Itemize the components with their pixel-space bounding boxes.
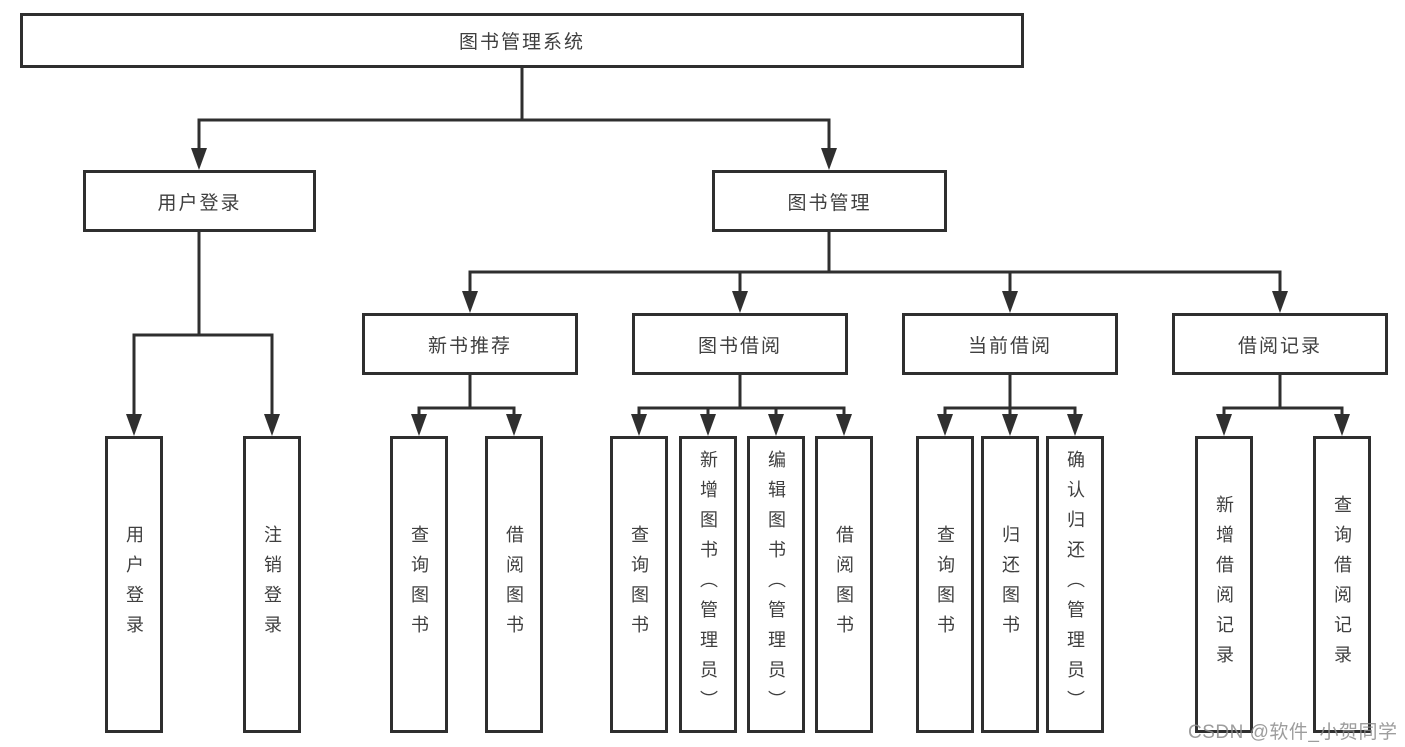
- leaf-label: 借阅图书: [504, 524, 524, 645]
- node-label: 当前借阅: [967, 335, 1052, 357]
- leaf-label: 编辑图书（管理员）: [766, 449, 786, 720]
- connector-root-to-level2: [197, 66, 831, 152]
- arrow-icon: [1067, 414, 1083, 436]
- node-label: 借阅记录: [1237, 335, 1322, 357]
- node-new-book-recommendation: 新书推荐: [362, 313, 578, 375]
- watermark: CSDN @软件_小贺同学: [1188, 722, 1398, 743]
- leaf-label: 查询图书: [629, 524, 649, 645]
- arrow-icon: [836, 414, 852, 436]
- node-user-login: 用户登录: [83, 170, 316, 232]
- node-label: 图书借阅: [697, 335, 782, 357]
- arrow-icon: [768, 414, 784, 436]
- leaf-newbook-query-books: 查询图书: [390, 436, 448, 733]
- arrow-icon: [506, 414, 522, 436]
- arrow-icon: [411, 414, 427, 436]
- connector-borrow-record-children: [1222, 373, 1344, 418]
- leaf-borrowing-query-books: 查询图书: [610, 436, 668, 733]
- node-library-management-system: 图书管理系统: [20, 13, 1024, 68]
- connector-book-borrow-children: [637, 373, 846, 418]
- leaf-label: 查询图书: [409, 524, 429, 645]
- node-book-management: 图书管理: [712, 170, 947, 232]
- arrow-icon: [732, 291, 748, 313]
- connector-new-book-children: [417, 373, 516, 418]
- leaf-label: 借阅图书: [834, 524, 854, 645]
- leaf-label: 新增借阅记录: [1214, 494, 1234, 675]
- arrow-icon: [1002, 414, 1018, 436]
- leaf-records-query-borrow-record: 查询借阅记录: [1313, 436, 1371, 733]
- connector-user-login-children: [132, 230, 274, 418]
- leaf-borrowing-borrow-books: 借阅图书: [815, 436, 873, 733]
- leaf-borrowing-add-books-admin: 新增图书（管理员）: [679, 436, 737, 733]
- leaf-label: 确认归还（管理员）: [1065, 449, 1085, 720]
- arrow-icon: [1272, 291, 1288, 313]
- node-label: 用户登录: [157, 192, 242, 214]
- arrow-icon: [700, 414, 716, 436]
- leaf-current-confirm-return-admin: 确认归还（管理员）: [1046, 436, 1104, 733]
- arrow-icon: [1216, 414, 1232, 436]
- leaf-label: 注销登录: [262, 524, 282, 645]
- leaf-logout: 注销登录: [243, 436, 301, 733]
- arrow-icon: [126, 414, 142, 436]
- leaf-newbook-borrow-books: 借阅图书: [485, 436, 543, 733]
- leaf-current-query-books: 查询图书: [916, 436, 974, 733]
- leaf-label: 归还图书: [1000, 524, 1020, 645]
- connector-current-borrow-children: [943, 373, 1077, 418]
- arrow-icon: [937, 414, 953, 436]
- node-book-borrowing: 图书借阅: [632, 313, 848, 375]
- leaf-borrowing-edit-books-admin: 编辑图书（管理员）: [747, 436, 805, 733]
- leaf-label: 新增图书（管理员）: [698, 449, 718, 720]
- leaf-records-add-borrow-record: 新增借阅记录: [1195, 436, 1253, 733]
- arrow-icon: [1334, 414, 1350, 436]
- leaf-label: 查询图书: [935, 524, 955, 645]
- connector-book-management-children: [468, 230, 1282, 295]
- node-label: 图书管理系统: [458, 32, 585, 53]
- arrow-icon: [462, 291, 478, 313]
- arrow-icon: [191, 148, 207, 170]
- arrow-icon: [631, 414, 647, 436]
- leaf-user-login: 用户登录: [105, 436, 163, 733]
- node-current-borrowing: 当前借阅: [902, 313, 1118, 375]
- node-label: 新书推荐: [427, 335, 512, 357]
- arrow-icon: [264, 414, 280, 436]
- leaf-label: 用户登录: [124, 524, 144, 645]
- leaf-label: 查询借阅记录: [1332, 494, 1352, 675]
- arrowheads: [126, 148, 1350, 436]
- leaf-current-return-books: 归还图书: [981, 436, 1039, 733]
- arrow-icon: [1002, 291, 1018, 313]
- node-borrowing-records: 借阅记录: [1172, 313, 1388, 375]
- arrow-icon: [821, 148, 837, 170]
- node-label: 图书管理: [787, 192, 872, 214]
